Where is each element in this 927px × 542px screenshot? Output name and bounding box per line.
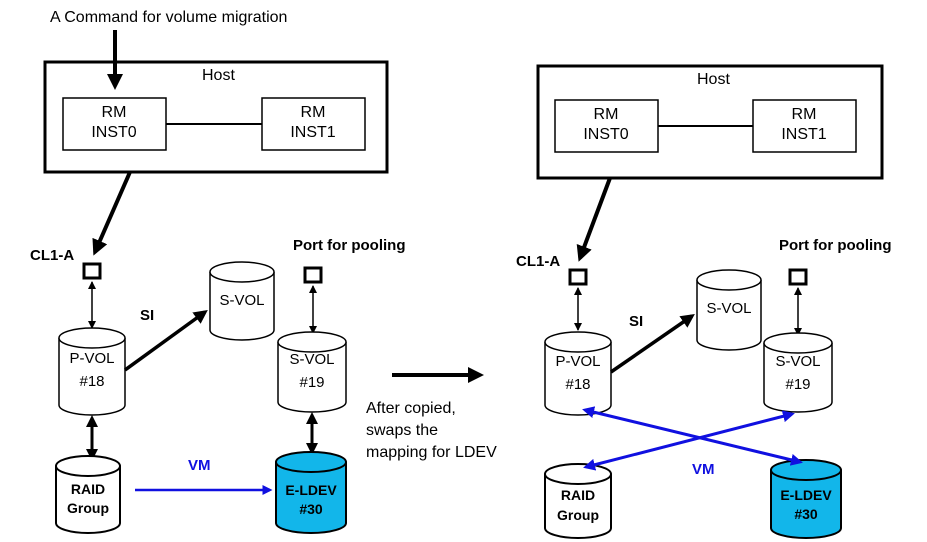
left-pvol-line2: #18 (79, 373, 104, 390)
right-rm-inst1-line1: RM (792, 106, 817, 123)
right-svol-si-cylinder: S-VOL (696, 269, 762, 351)
right-rm-inst1-box (752, 99, 857, 153)
right-svol-si-label: S-VOL (706, 300, 751, 317)
right-host-to-port-arrow (576, 177, 612, 262)
left-rm-inst1-line2: INST1 (290, 124, 335, 141)
right-vm-arrow-svol-raid (583, 410, 795, 471)
transition-line2: swaps the (366, 422, 438, 439)
right-vm-label: VM (692, 461, 715, 478)
right-host-box (536, 64, 884, 180)
right-eldev-line2: #30 (794, 506, 818, 522)
transition-line3: mapping for LDEV (366, 444, 497, 461)
right-svol-pool-cylinder: S-VOL #19 (763, 332, 833, 413)
left-rm-inst1-line1: RM (301, 104, 326, 121)
right-si-arrow (610, 314, 695, 374)
right-raid-cylinder: RAID Group (544, 463, 612, 539)
left-port-label: CL1-A (30, 247, 74, 264)
left-pool-port-icon (303, 266, 323, 284)
right-pool-port-icon (788, 268, 808, 286)
left-raid-line1: RAID (71, 481, 105, 497)
left-svol-si-label: S-VOL (219, 292, 264, 309)
left-diagram: Host RM INST0 RM INST1 CL1-A Port for po… (30, 60, 405, 534)
right-svol-pool-line1: S-VOL (775, 353, 820, 370)
left-host-to-port-arrow (92, 171, 132, 256)
left-raid-line2: Group (67, 500, 109, 516)
left-eldev-line1: E-LDEV (285, 482, 337, 498)
right-raid-line1: RAID (561, 487, 595, 503)
right-diagram: Host RM INST0 RM INST1 CL1-A Port for po… (516, 64, 891, 539)
left-svol-pool-line2: #19 (299, 374, 324, 391)
left-pvol-line1: P-VOL (69, 350, 114, 367)
right-host-title: Host (697, 71, 730, 88)
left-svol-pool-line1: S-VOL (289, 351, 334, 368)
left-rm-inst0-line2: INST0 (91, 124, 136, 141)
left-raid-cylinder: RAID Group (55, 455, 121, 534)
right-port-label: CL1-A (516, 253, 560, 270)
left-pvol-cylinder: P-VOL #18 (58, 327, 126, 416)
right-pool-port-label: Port for pooling (779, 237, 891, 254)
left-host-title: Host (202, 67, 235, 84)
left-port-icon (82, 262, 102, 280)
right-rm-inst1-line2: INST1 (781, 126, 826, 143)
right-port-icon (568, 268, 588, 286)
command-label: A Command for volume migration (50, 9, 287, 26)
right-rm-inst0-line1: RM (594, 106, 619, 123)
right-eldev-cylinder: E-LDEV #30 (770, 459, 842, 539)
left-svol-pool-cylinder: S-VOL #19 (277, 331, 347, 413)
right-rm-inst0-line2: INST0 (583, 126, 628, 143)
left-eldev-line2: #30 (299, 501, 323, 517)
left-rm-inst0-box (62, 97, 167, 151)
left-rm-inst0-line1: RM (102, 104, 127, 121)
right-pvol-cylinder: P-VOL #18 (544, 331, 612, 416)
left-eldev-cylinder: E-LDEV #30 (275, 451, 347, 534)
right-pvol-line1: P-VOL (555, 353, 600, 370)
right-eldev-line1: E-LDEV (780, 487, 832, 503)
left-host-box (43, 60, 389, 174)
right-pvol-line2: #18 (565, 376, 590, 393)
left-svol-si-cylinder: S-VOL (209, 261, 275, 341)
right-raid-line2: Group (557, 507, 599, 523)
left-si-arrow (123, 309, 208, 372)
transition-line1: After copied, (366, 400, 456, 417)
left-si-label: SI (140, 307, 154, 324)
left-rm-inst1-box (261, 97, 366, 151)
right-vm-arrow-pvol-eldev (582, 406, 803, 466)
left-vm-label: VM (188, 457, 211, 474)
right-svol-pool-line2: #19 (785, 376, 810, 393)
right-si-label: SI (629, 313, 643, 330)
left-pool-port-label: Port for pooling (293, 237, 405, 254)
